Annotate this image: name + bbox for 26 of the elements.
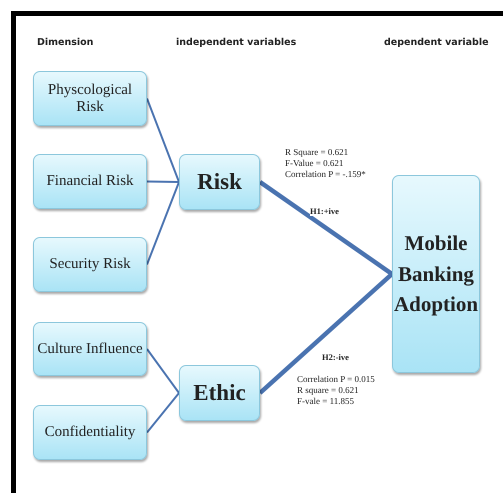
column-heading: Dimension	[37, 37, 94, 48]
column-heading: dependent variable	[384, 37, 489, 48]
connector-line	[258, 180, 394, 276]
dimension-box: Security Risk	[33, 237, 147, 292]
statistics-note: Correlation P = -.159*	[285, 170, 366, 180]
column-heading: independent variables	[176, 37, 296, 48]
outcome-box: Mobile Banking Adoption	[392, 175, 480, 373]
statistics-note: Correlation P = 0.015	[297, 375, 375, 385]
connector-line	[146, 392, 180, 434]
statistics-note: R Square = 0.621	[285, 148, 348, 158]
dimension-box: Financial Risk	[33, 154, 147, 209]
variable-box: Risk	[179, 154, 260, 210]
edge-label: H1:+ive	[310, 206, 339, 216]
connector-line	[146, 348, 180, 394]
dimension-box: Confidentiality	[33, 405, 147, 460]
dimension-box: Culture Influence	[33, 322, 147, 376]
connector-line	[146, 98, 180, 182]
statistics-note: R square = 0.621	[297, 386, 359, 396]
connector-line	[258, 272, 394, 395]
statistics-note: F-vale = 11.855	[297, 397, 354, 407]
statistics-note: F-Value = 0.621	[285, 159, 344, 169]
edge-label: H2:-ive	[322, 352, 349, 362]
variable-box: Ethic	[179, 365, 260, 421]
connector-line	[146, 180, 180, 183]
connector-line	[146, 182, 180, 265]
dimension-box: Physcological Risk	[33, 71, 147, 126]
